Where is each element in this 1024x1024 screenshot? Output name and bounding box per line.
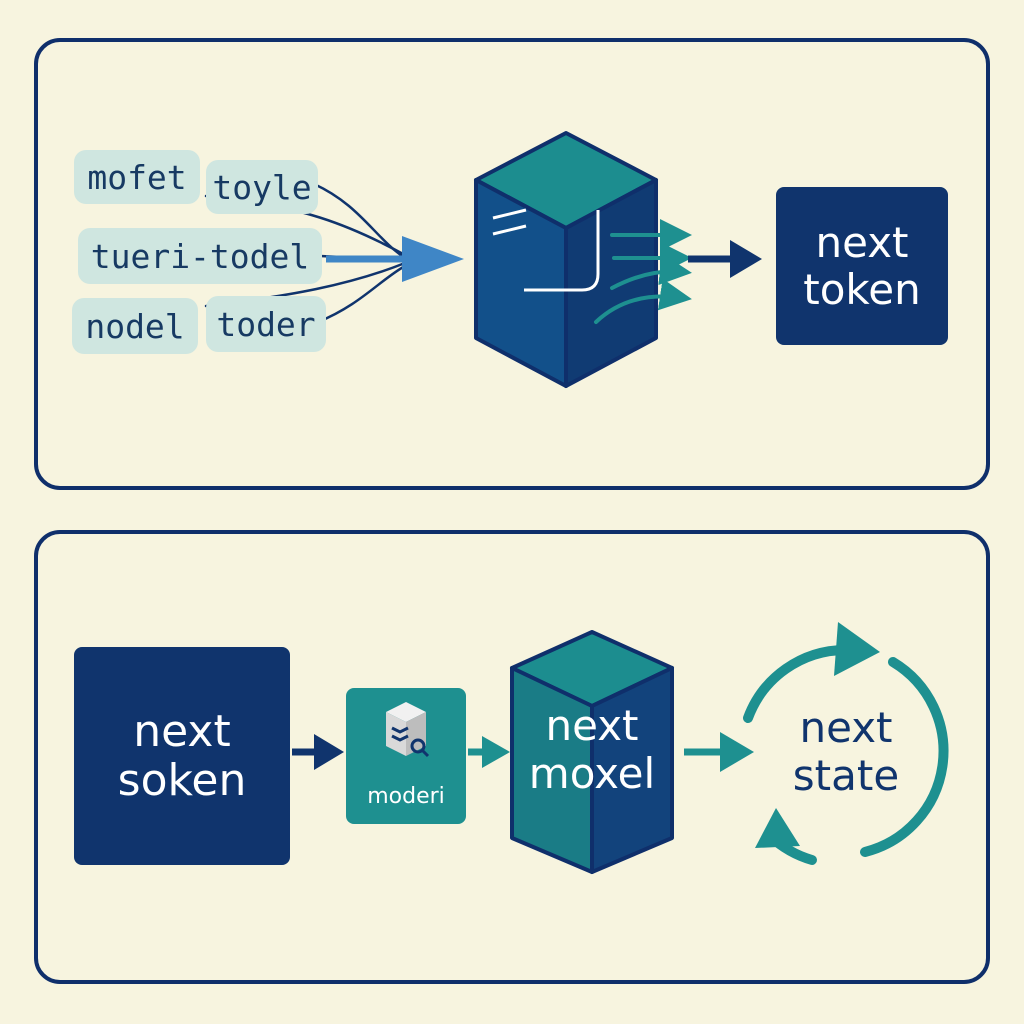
next-soken-line1: next xyxy=(133,705,231,757)
next-state-label: next state xyxy=(766,703,926,801)
next-token-line2: token xyxy=(803,265,921,314)
next-token-box: next token xyxy=(776,187,948,345)
next-state-line2: state xyxy=(792,751,900,801)
token-chip: toyle xyxy=(206,160,318,214)
next-soken-box: next soken xyxy=(74,647,290,865)
next-state-line1: next xyxy=(799,703,893,752)
next-moxel-label: next moxel xyxy=(512,701,672,799)
model-card-label: moderi xyxy=(367,784,445,809)
token-chip: tueri-todel xyxy=(78,228,322,284)
token-chip: mofet xyxy=(74,150,200,204)
next-moxel-line2: moxel xyxy=(528,749,656,799)
token-chip: nodel xyxy=(72,298,198,354)
next-soken-line2: soken xyxy=(117,755,247,806)
model-card: moderi xyxy=(346,688,466,824)
token-chip: toder xyxy=(206,296,326,352)
document-search-icon xyxy=(386,702,430,758)
next-token-line1: next xyxy=(815,217,909,267)
next-moxel-line1: next xyxy=(545,701,639,750)
